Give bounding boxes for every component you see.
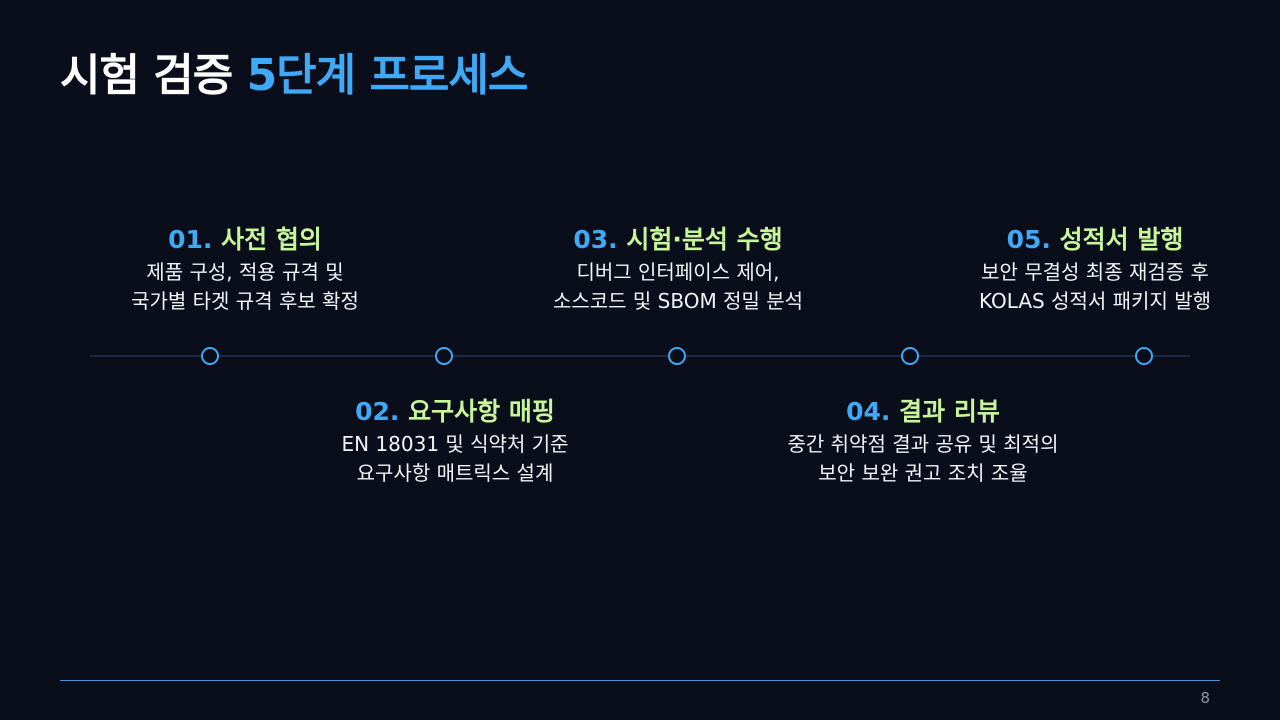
- process-step-3: 03. 시험·분석 수행 디버그 인터페이스 제어, 소스코드 및 SBOM 정…: [488, 222, 868, 316]
- timeline-node-2: [435, 347, 453, 365]
- step-heading: 01. 사전 협의: [55, 222, 435, 258]
- step-title: 성적서 발행: [1059, 225, 1184, 254]
- step-title: 시험·분석 수행: [626, 225, 783, 254]
- slide-title-main: 시험 검증: [60, 50, 247, 101]
- step-description-line: EN 18031 및 식약처 기준: [341, 432, 569, 456]
- step-number: 03.: [573, 225, 618, 254]
- step-description-line: 제품 구성, 적용 규격 및: [146, 260, 344, 284]
- step-title: 요구사항 매핑: [408, 397, 555, 426]
- step-description-line: 중간 취약점 결과 공유 및 최적의: [787, 432, 1059, 456]
- step-number: 04.: [846, 397, 891, 426]
- timeline-node-1: [201, 347, 219, 365]
- process-step-1: 01. 사전 협의 제품 구성, 적용 규격 및 국가별 타겟 규격 후보 확정: [55, 222, 435, 316]
- step-heading: 04. 결과 리뷰: [733, 394, 1113, 430]
- step-number: 01.: [168, 225, 213, 254]
- process-step-2: 02. 요구사항 매핑 EN 18031 및 식약처 기준 요구사항 매트릭스 …: [265, 394, 645, 488]
- step-description-line: 보안 보완 권고 조치 조율: [818, 461, 1028, 485]
- process-step-5: 05. 성적서 발행 보안 무결성 최종 재검증 후 KOLAS 성적서 패키지…: [905, 222, 1280, 316]
- process-step-4: 04. 결과 리뷰 중간 취약점 결과 공유 및 최적의 보안 보완 권고 조치…: [733, 394, 1113, 488]
- step-title: 결과 리뷰: [899, 397, 1000, 426]
- step-description-line: 디버그 인터페이스 제어,: [576, 260, 780, 284]
- timeline-node-4: [901, 347, 919, 365]
- step-heading: 02. 요구사항 매핑: [265, 394, 645, 430]
- timeline-node-3: [668, 347, 686, 365]
- slide-title-accent: 5단계 프로세스: [246, 50, 529, 101]
- step-description-line: KOLAS 성적서 패키지 발행: [978, 289, 1211, 313]
- step-title: 사전 협의: [221, 225, 322, 254]
- step-number: 02.: [355, 397, 400, 426]
- timeline-line: [90, 355, 1190, 357]
- timeline-node-5: [1135, 347, 1153, 365]
- step-description-line: 소스코드 및 SBOM 정밀 분석: [552, 289, 804, 313]
- step-heading: 05. 성적서 발행: [905, 222, 1280, 258]
- step-description-line: 보안 무결성 최종 재검증 후: [981, 260, 1209, 284]
- slide-title: 시험 검증 5단계 프로세스: [60, 44, 529, 108]
- step-description-line: 요구사항 매트릭스 설계: [356, 461, 554, 485]
- step-description-line: 국가별 타겟 규격 후보 확정: [131, 289, 359, 313]
- step-heading: 03. 시험·분석 수행: [488, 222, 868, 258]
- step-number: 05.: [1006, 225, 1051, 254]
- page-number: 8: [1200, 689, 1210, 707]
- footer-divider: [60, 680, 1220, 681]
